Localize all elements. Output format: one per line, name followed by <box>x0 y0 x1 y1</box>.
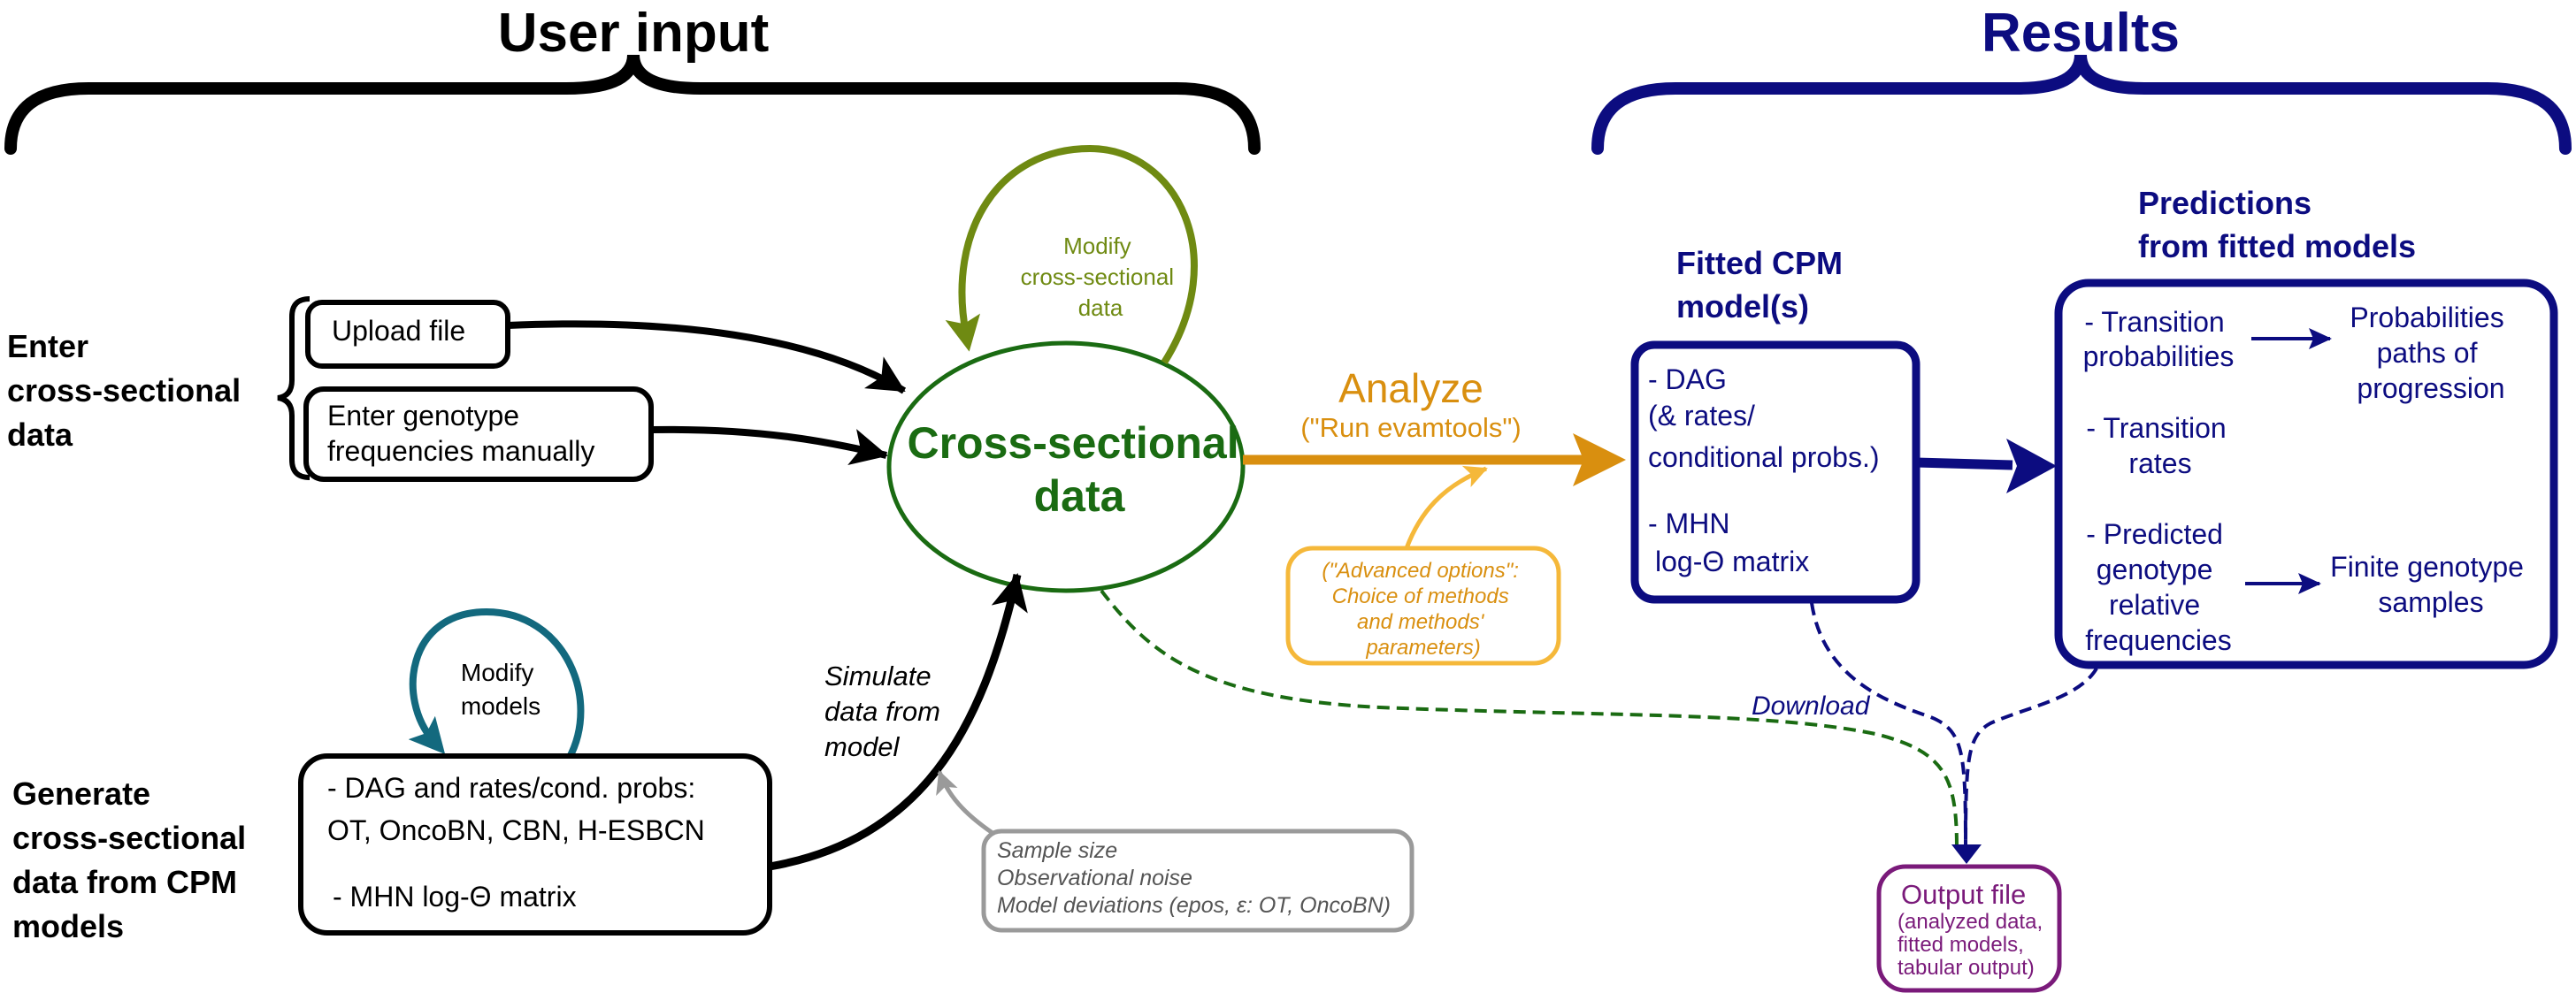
enter-frequencies-label: Enter genotype frequencies manually <box>327 400 594 467</box>
enter-arrow <box>650 425 888 466</box>
download-label: Download <box>1752 691 1871 721</box>
output-file-box[interactable] <box>1876 864 2062 993</box>
predictions-title: Predictions from fitted models <box>2138 185 2416 264</box>
modify-models-label: Modify models <box>461 659 540 720</box>
generate-data-label: Generate cross-sectional data from CPM m… <box>12 775 255 944</box>
results-brace <box>1591 54 2572 155</box>
analyze-label: Analyze <box>1338 365 1484 411</box>
cross-sectional-data-label: Cross-sectional data <box>907 418 1251 521</box>
prob-paths-item: Probabilities paths of progression <box>2350 302 2511 404</box>
analyze-arrow-head <box>1573 433 1626 486</box>
modify-cross-loop <box>945 144 1198 365</box>
enter-data-label: Enter cross-sectional data <box>7 328 249 453</box>
finite-samples-item: Finite genotype samples <box>2330 551 2532 618</box>
upload-file-button[interactable] <box>305 300 510 369</box>
advanced-options-arrow <box>1404 465 1488 549</box>
upload-arrow <box>507 320 907 394</box>
download-arrow-head <box>1951 844 1982 864</box>
output-file-title: Output file <box>1901 879 2026 910</box>
models-line-1: - DAG and rates/cond. probs: <box>327 772 695 804</box>
cpm-models-box[interactable] <box>298 753 772 936</box>
input-group-brace <box>277 296 310 480</box>
simulation-options-text: Sample size Observational noise Model de… <box>997 838 1391 918</box>
modify-cross-label: Modify cross-sectional data <box>1021 233 1181 321</box>
models-line-2: OT, OncoBN, CBN, H-ESBCN <box>327 814 705 846</box>
download-path-predictions <box>1964 667 2098 850</box>
predicted-freq-item: - Predicted genotype relative frequencie… <box>2085 518 2231 656</box>
output-file-details: (analyzed data, fitted models, tabular o… <box>1898 910 2049 980</box>
simulate-label: Simulate data from model <box>824 661 948 762</box>
simulation-options-box <box>981 829 1414 933</box>
modify-models-loop <box>408 607 585 760</box>
transition-prob-item: - Transition probabilities <box>2083 306 2235 372</box>
download-path-data <box>1100 589 1959 850</box>
simulation-options-arrow <box>936 770 994 836</box>
advanced-options-text: ("Advanced options": Choice of methods a… <box>1322 559 1524 660</box>
user-input-brace <box>4 54 1261 155</box>
fitted-models-text: - DAG (& rates/ conditional probs.) - MH… <box>1648 363 1887 577</box>
advanced-options-box[interactable] <box>1285 546 1561 666</box>
fitted-models-box[interactable] <box>1630 340 1920 604</box>
fitted-to-predictions-head <box>2006 439 2057 493</box>
transition-rates-item: - Transition rates <box>2086 412 2234 479</box>
models-line-3: - MHN log-Θ matrix <box>333 881 577 913</box>
user-input-heading: User input <box>498 3 770 64</box>
fitted-title: Fitted CPM model(s) <box>1676 245 1852 325</box>
upload-file-label: Upload file <box>332 315 465 347</box>
fitted-to-predictions-shaft <box>1915 457 2013 470</box>
cross-sectional-data-node[interactable] <box>886 340 1246 593</box>
results-heading: Results <box>1982 3 2180 64</box>
predictions-box[interactable] <box>2054 279 2558 669</box>
analyze-subtitle: ("Run evamtools") <box>1300 412 1521 443</box>
enter-frequencies-button[interactable] <box>303 386 654 482</box>
